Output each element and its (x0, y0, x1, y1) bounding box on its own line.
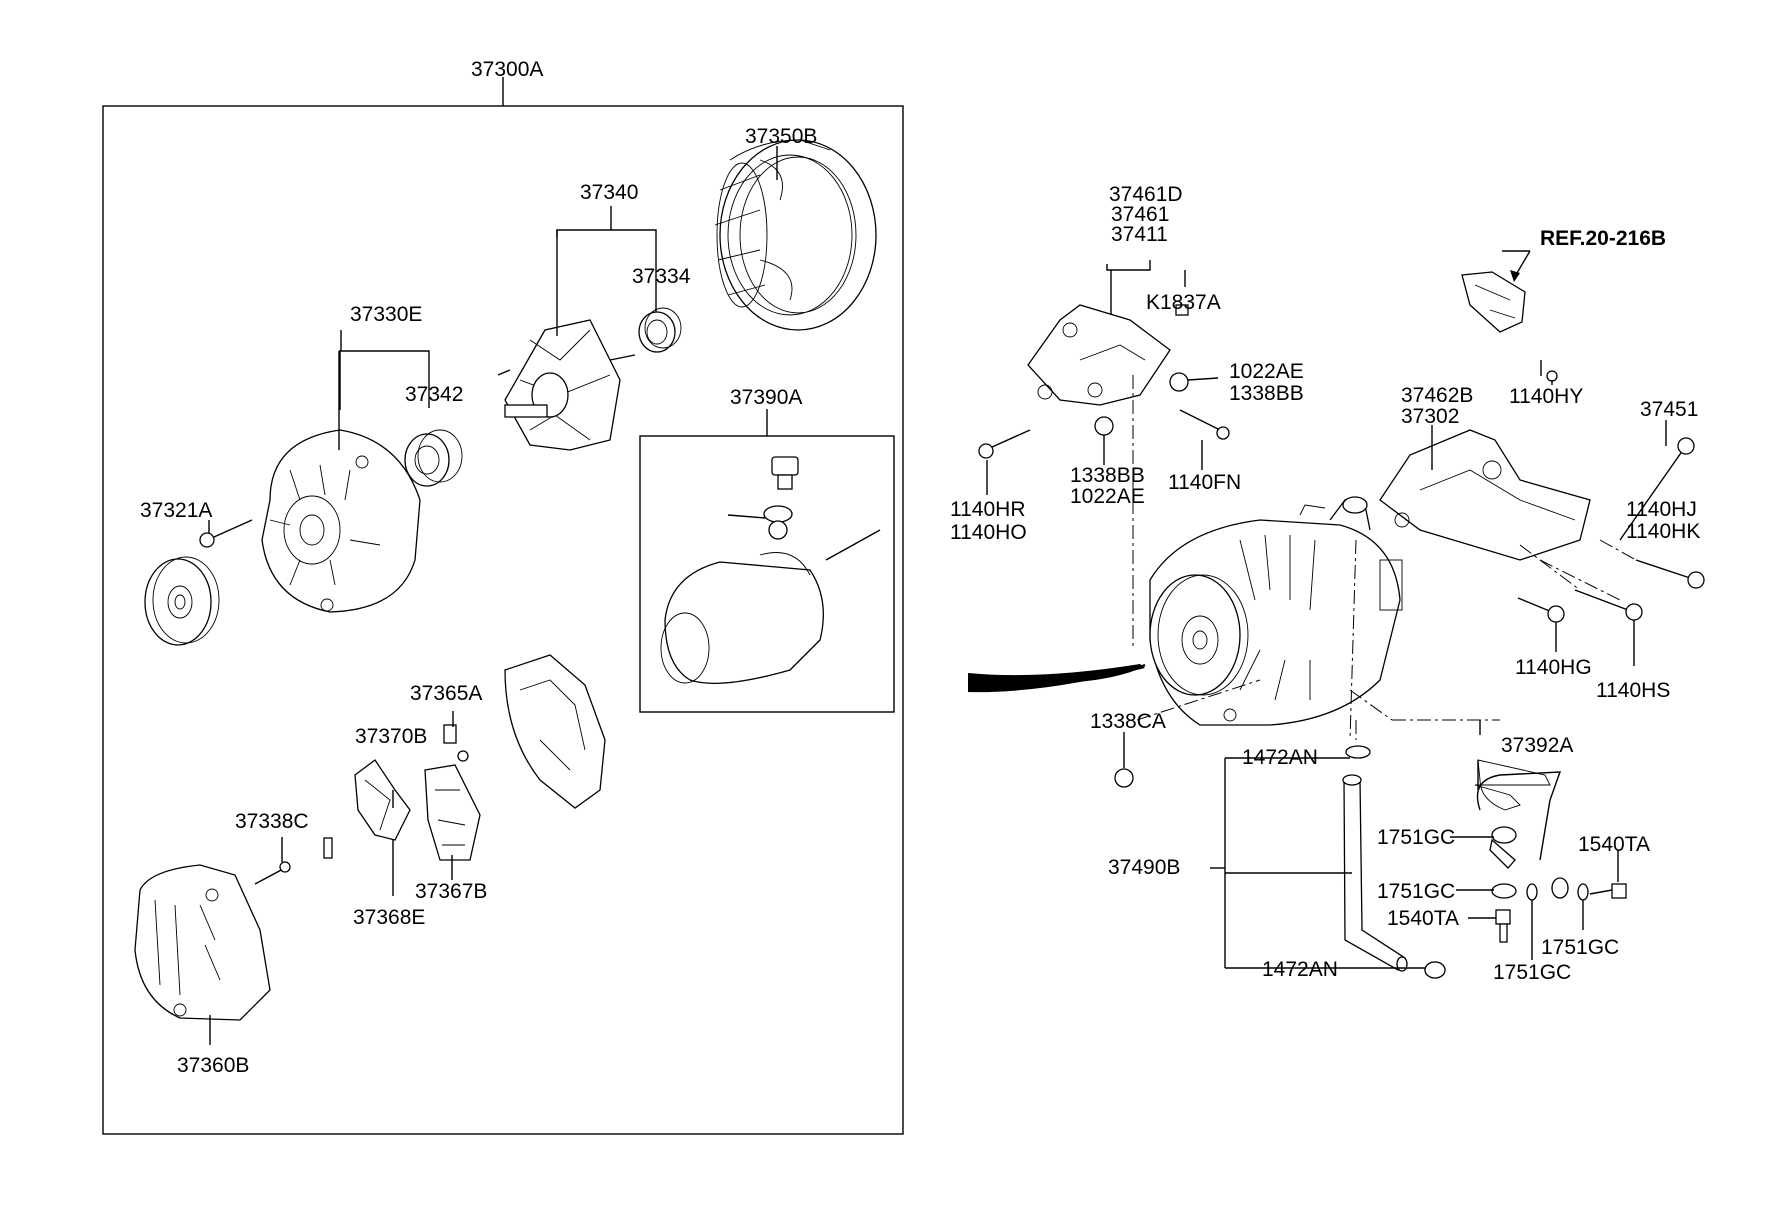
label-37360B: 37360B (177, 1054, 249, 1077)
label-37334: 37334 (632, 265, 691, 288)
label-37321A: 37321A (140, 499, 212, 522)
rear-housing-part (134, 864, 271, 1021)
label-37350B: 37350B (745, 125, 817, 148)
brush-holder-part (424, 764, 481, 861)
pulley-nut-part (199, 519, 253, 548)
label-37370B: 37370B (355, 725, 427, 748)
label-37461D: 37461D (1109, 183, 1183, 206)
vacuum-hose-part (1342, 745, 1446, 979)
label-1338CA: 1338CA (1090, 710, 1166, 733)
label-1472AN-bottom: 1472AN (1262, 958, 1338, 981)
label-37368E: 37368E (353, 906, 425, 929)
oil-pipe-part (1474, 759, 1562, 869)
bolt-1140hr-part (978, 429, 1031, 459)
label-1472AN-top: 1472AN (1242, 746, 1318, 769)
label-1540TA-left: 1540TA (1387, 907, 1459, 930)
hose-fitting-part (1551, 877, 1569, 899)
bracket-37462b-part (1379, 429, 1591, 561)
vacuum-pump-part (660, 456, 881, 684)
label-37451: 37451 (1640, 398, 1698, 421)
label-1751GC-d: 1751GC (1493, 961, 1571, 984)
label-1338BB-mid: 1338BB (1070, 464, 1145, 487)
bracket-part (1027, 304, 1171, 406)
label-37338C: 37338C (235, 810, 309, 833)
label-1140HG: 1140HG (1515, 656, 1592, 679)
label-37392A: 37392A (1501, 734, 1573, 757)
rear-bolt-part (254, 837, 333, 885)
label-1022AE-top: 1022AE (1229, 360, 1304, 383)
terminal-part (443, 724, 469, 762)
pulley-part (144, 556, 220, 646)
assembly-arrow (968, 664, 1145, 693)
rear-cover-part (504, 654, 606, 809)
label-37340: 37340 (580, 181, 638, 204)
label-37390A: 37390A (730, 386, 802, 409)
label-1140HY: 1140HY (1509, 385, 1583, 408)
label-1140HO: 1140HO (950, 521, 1027, 544)
label-37365A: 37365A (410, 682, 482, 705)
washer-left-part (1526, 883, 1538, 901)
label-37411: 37411 (1111, 223, 1168, 246)
washer-right-part (1577, 883, 1589, 901)
label-37300A: 37300A (471, 58, 543, 81)
hose-clamp-bottom-part (1424, 961, 1446, 979)
label-37330E: 37330E (350, 303, 422, 326)
washer-1751gc-part (1491, 883, 1517, 899)
nut-1022ae-part (1169, 372, 1189, 392)
label-1751GC-b: 1751GC (1377, 880, 1455, 903)
bolt-1140fn-part (1179, 409, 1230, 440)
label-37490B: 37490B (1108, 856, 1180, 879)
label-1540TA-right: 1540TA (1578, 833, 1650, 856)
label-K1837A: K1837A (1146, 291, 1221, 314)
bolt-1140hj-part (1635, 559, 1705, 589)
label-1140HJ: 1140HJ (1626, 498, 1697, 521)
label-1338BB-top: 1338BB (1229, 382, 1304, 405)
label-1140HR: 1140HR (950, 498, 1026, 521)
label-37302: 37302 (1401, 405, 1459, 428)
label-1751GC-c: 1751GC (1541, 936, 1619, 959)
bolt-1540ta-right-part (1589, 883, 1627, 899)
label-37462B: 37462B (1401, 384, 1473, 407)
label-1140FN: 1140FN (1168, 471, 1241, 494)
bolt-1140hg-part (1517, 597, 1565, 623)
label-1022AE-mid: 1022AE (1070, 485, 1145, 508)
label-1140HS: 1140HS (1596, 679, 1670, 702)
label-37367B: 37367B (415, 880, 487, 903)
rotor-part (497, 319, 636, 451)
k1837a-part (1175, 304, 1189, 316)
front-housing-part (261, 429, 421, 613)
stator-part (714, 139, 877, 331)
bolt-1540ta-part (1495, 909, 1511, 943)
label-37461: 37461 (1111, 203, 1169, 226)
label-REF-20-216B: REF.20-216B (1540, 227, 1666, 250)
bolt-37451-part (1619, 437, 1695, 541)
label-1140HK: 1140HK (1626, 520, 1700, 543)
nut-1338ca-part (1114, 768, 1134, 788)
bearing-part (638, 307, 682, 353)
label-1751GC-a: 1751GC (1377, 826, 1455, 849)
engine-mount-part (1461, 271, 1526, 333)
alternator-assembly (1149, 496, 1403, 726)
label-37342: 37342 (405, 383, 463, 406)
front-bearing-part (404, 429, 463, 487)
regulator-part (354, 759, 411, 841)
